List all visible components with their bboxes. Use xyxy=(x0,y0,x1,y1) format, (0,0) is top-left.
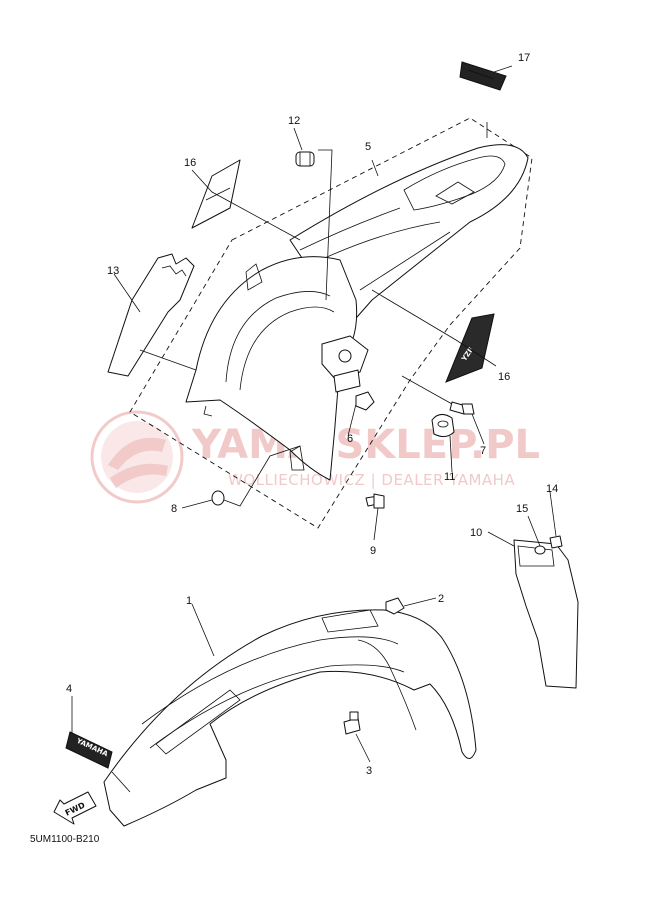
callout-7: 7 xyxy=(480,445,486,457)
part-9-screw xyxy=(365,493,385,509)
callout-10: 10 xyxy=(470,527,482,539)
callout-16-upper: 16 xyxy=(184,157,196,169)
callout-2: 2 xyxy=(438,593,444,605)
callout-17: 17 xyxy=(518,52,530,64)
part-6-nut xyxy=(355,391,375,411)
callout-14: 14 xyxy=(546,483,558,495)
part-17-decal xyxy=(459,61,507,91)
callout-1: 1 xyxy=(186,595,192,607)
part-5-rear-fender xyxy=(289,144,529,326)
watermark: YAMA-SKLEP.PL WOLLIECHOWICZ | DEALER YAM… xyxy=(90,410,540,504)
part-12-grommet xyxy=(295,151,315,167)
callout-5: 5 xyxy=(365,141,371,153)
part-7-bolt xyxy=(449,401,475,415)
part-13-side-cover xyxy=(107,253,195,377)
callout-3: 3 xyxy=(366,765,372,777)
rear-inner-fender xyxy=(185,256,358,481)
part-2-nut xyxy=(385,597,405,615)
leader-lines xyxy=(71,65,557,793)
part-4-yamaha-decal: YAMAHA xyxy=(65,731,113,769)
callout-16-lower: 16 xyxy=(498,371,510,383)
part-8-washer xyxy=(211,490,225,506)
watermark-logo xyxy=(90,410,184,504)
part-16-lower-decal: YZF xyxy=(445,313,495,383)
fwd-arrow-icon: FWD xyxy=(53,791,97,825)
callout-13: 13 xyxy=(107,265,119,277)
callout-4: 4 xyxy=(66,683,72,695)
part-14-screw xyxy=(549,535,563,549)
part-1-front-fender xyxy=(103,609,477,827)
part-3-bolt xyxy=(343,711,361,735)
watermark-title: YAMA-SKLEP.PL xyxy=(191,422,540,468)
callout-12: 12 xyxy=(288,115,300,127)
part-15-washer xyxy=(534,545,546,555)
part-10-mud-flap xyxy=(513,539,579,689)
callout-8: 8 xyxy=(171,503,177,515)
callout-9: 9 xyxy=(370,545,376,557)
callout-labels: 17 12 5 16 13 16 6 7 11 8 9 10 15 14 2 1… xyxy=(66,52,558,777)
part-11-grommet xyxy=(431,414,455,438)
watermark-subtitle: WOLLIECHOWICZ | DEALER YAMAHA xyxy=(228,471,515,489)
callout-6: 6 xyxy=(347,433,353,445)
fender-bracket xyxy=(321,335,369,393)
callout-11: 11 xyxy=(444,471,455,483)
diagram-code: 5UM1100-B210 xyxy=(30,834,100,845)
callout-15: 15 xyxy=(516,503,528,515)
assembly-boundary xyxy=(129,117,533,529)
